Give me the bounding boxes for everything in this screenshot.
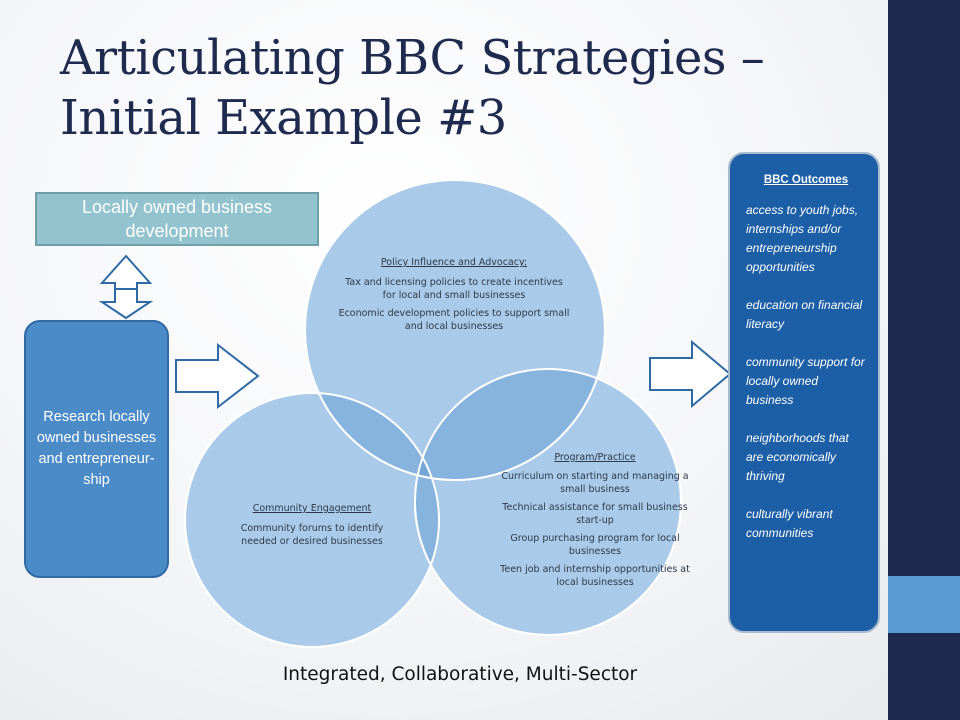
outcome-item: neighborhoods that are economically thri… xyxy=(746,431,849,483)
bbc-outcomes-box: BBC Outcomes access to youth jobs, inter… xyxy=(728,152,880,633)
research-box: Research locally owned businesses and en… xyxy=(24,320,169,578)
community-circle-outline xyxy=(184,392,440,648)
community-item: Community forums to identify needed or d… xyxy=(240,523,384,547)
right-arrow-icon-outcomes xyxy=(649,339,732,409)
policy-circle-text: Policy Influence and Advocacy: Tax and l… xyxy=(338,256,570,338)
policy-item: Tax and licensing policies to create inc… xyxy=(345,277,563,301)
program-item: Technical assistance for small business … xyxy=(502,502,688,526)
program-item: Curriculum on starting and managing a sm… xyxy=(501,471,689,495)
double-arrow-icon xyxy=(98,254,154,320)
program-circle-outline xyxy=(414,368,682,636)
locally-owned-business-box: Locally owned business development xyxy=(35,192,319,246)
policy-heading: Policy Influence and Advocacy: xyxy=(380,257,528,268)
program-heading: Program/Practice xyxy=(554,452,636,463)
policy-item: Economic development policies to support… xyxy=(338,308,570,332)
footer-caption: Integrated, Collaborative, Multi-Sector xyxy=(282,664,638,685)
outcome-item: community support for locally owned busi… xyxy=(746,355,865,407)
community-circle-text: Community Engagement Community forums to… xyxy=(222,502,402,553)
sidebar-accent-block xyxy=(888,576,960,633)
outcome-item: culturally vibrant communities xyxy=(746,507,833,540)
outcome-item: access to youth jobs, internships and/or… xyxy=(746,203,859,274)
program-circle-text: Program/Practice Curriculum on starting … xyxy=(492,451,698,594)
program-item: Teen job and internship opportunities at… xyxy=(500,564,690,588)
right-arrow-icon xyxy=(175,342,260,410)
policy-circle-outline xyxy=(304,179,606,481)
outcome-item: education on financial literacy xyxy=(746,298,863,331)
overlap-policy-program xyxy=(415,369,605,480)
program-item: Group purchasing program for local busin… xyxy=(510,533,680,557)
slide-title: Articulating BBC Strategies – Initial Ex… xyxy=(60,30,765,146)
community-heading: Community Engagement xyxy=(252,503,372,514)
outcomes-title: BBC Outcomes xyxy=(763,174,849,186)
